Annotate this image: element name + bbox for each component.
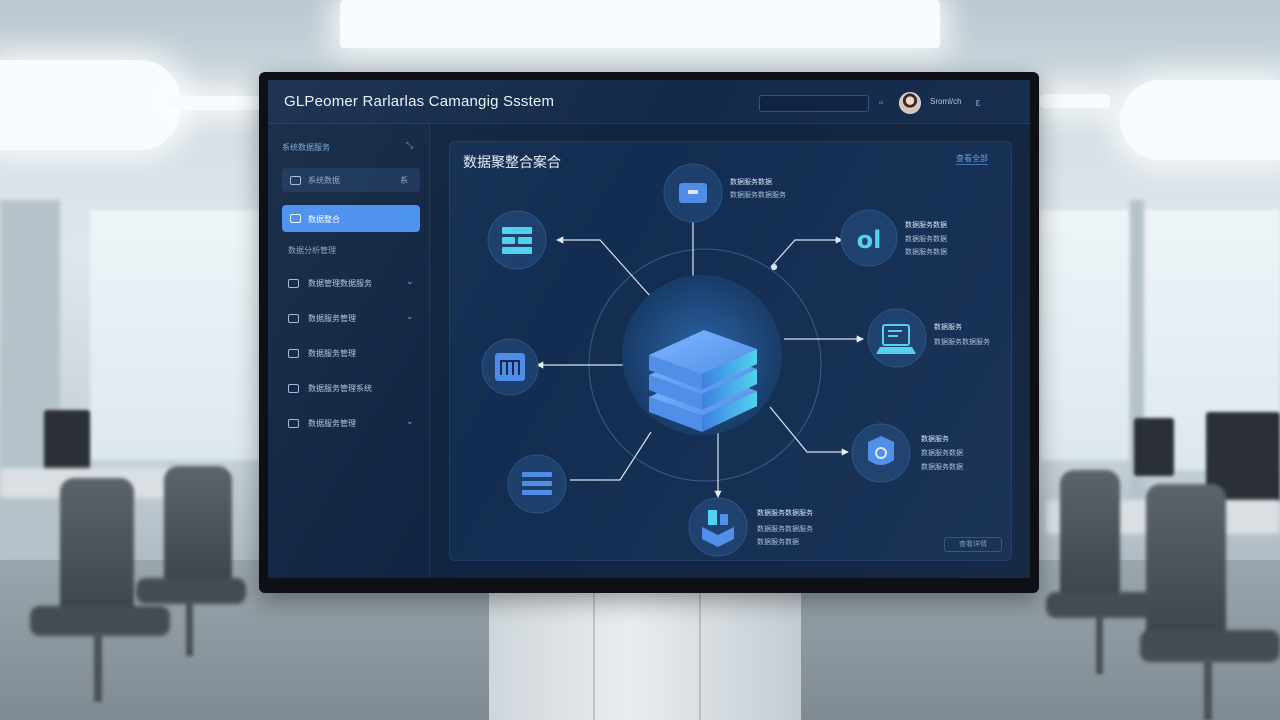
office-window [1040,210,1130,460]
background-monitor [44,410,90,472]
sidebar-item-label: 数据服务管理系统 [308,384,372,393]
ceiling-light [0,60,180,150]
office-chair-seat [1046,592,1156,618]
sidebar-item[interactable]: 数据服务管理 [282,345,420,363]
shield-icon [868,436,894,465]
database-stack-icon [649,330,757,432]
connector-right-top [770,236,843,268]
node-right-bottom [851,423,911,483]
notification-icon[interactable]: ▫ [879,97,883,109]
office-chair [60,478,134,618]
node-top-sub: 数据服务数据服务 [730,192,786,199]
sidebar-item-label: 数据服务管理 [308,419,356,428]
sidebar-filter-label: 系统数据 [308,176,340,185]
sidebar: 系统数据服务 ⤡ 系统数据 系 数据整合 数据分析管理 数据管理数据服务 ⌄ 数… [268,124,430,578]
sidebar-item[interactable]: 数据服务管理 ⌄ [282,310,420,328]
sidebar-item-label: 数据服务管理 [308,314,356,323]
office-column [0,200,60,560]
ceiling-light [168,96,260,110]
app-title: GLPeomer Rarlarlas Camangig Ssstem [284,93,555,110]
node-top-label: 数据服务数据 [730,179,772,186]
node-right-mid-label: 数据服务 [934,324,962,331]
office-window [90,210,260,460]
node-right-top-label: 数据服务数据 [905,222,947,229]
sidebar-item[interactable]: 数据管理数据服务 ⌄ [282,275,420,293]
monitor-icon [876,324,916,354]
grid-icon [495,353,525,381]
ceiling-light [1040,94,1110,108]
sidebar-item[interactable]: 数据服务管理 ⌄ [282,415,420,433]
office-chair-leg [1096,614,1103,674]
node-top-left [487,210,547,270]
integration-diagram: ol [481,163,927,557]
app-header: GLPeomer Rarlarlas Camangig Ssstem ▫ Sro… [268,80,1030,124]
integration-card: 数据聚整合案合 查看全部 [449,141,1012,561]
sidebar-heading: 系统数据服务 [282,143,330,152]
ceiling-light [340,0,940,48]
chevron-down-icon: ⌄ [406,276,414,286]
image-icon [290,214,301,223]
view-all-link[interactable]: 查看全部 [956,154,988,165]
dashboard-screen: GLPeomer Rarlarlas Camangig Ssstem ▫ Sro… [268,80,1030,578]
background-monitor [1134,418,1174,476]
node-right-top: ol [840,209,898,267]
calendar-icon [288,314,299,323]
sidebar-filter-tag: 系 [400,176,408,185]
node-left-mid [481,338,539,396]
chart-icon [288,349,299,358]
node-top [663,163,723,223]
chevron-down-icon: ⌄ [406,416,414,426]
node-bottom-sub2: 数据服务数据 [757,539,799,546]
office-chair-leg [186,600,193,656]
display-stand [489,592,801,720]
node-bottom [688,497,748,557]
node-right-mid [867,308,927,368]
avatar[interactable] [899,92,921,114]
sidebar-item-label: 数据服务管理 [308,349,356,358]
node-bottom-label: 数据服务数据服务 [757,510,813,517]
sidebar-filter[interactable]: 系统数据 系 [282,168,420,192]
office-chair-leg [1204,658,1212,720]
sidebar-item-label: 数据管理数据服务 [308,279,372,288]
collapse-icon[interactable]: ⤡ [406,140,414,150]
connector-top-left [556,236,652,298]
node-right-bottom-sub: 数据服务数据 [921,450,963,457]
layers-icon [522,472,552,495]
office-chair [164,466,232,586]
user-name: Sroml/ch [930,97,962,106]
connector-bottom-left [570,431,652,481]
connector-dot [770,263,778,271]
gear-icon [288,419,299,428]
view-details-button[interactable]: 查看详情 [944,537,1002,552]
table-icon [502,227,532,254]
sidebar-section-label: 数据分析管理 [288,246,336,255]
node-right-bottom-label: 数据服务 [921,436,949,443]
node-right-mid-sub: 数据服务数据服务 [934,339,990,346]
list-icon [288,384,299,393]
office-chair-seat [30,606,170,636]
node-bottom-sub: 数据服务数据服务 [757,526,813,533]
office-chair [1146,484,1226,644]
sidebar-item[interactable]: 数据服务管理系统 [282,380,420,398]
office-chair-leg [94,632,102,702]
node-bottom-left [507,454,567,514]
office-chair-seat [136,578,246,604]
office-chair-seat [1140,630,1280,662]
book-icon [702,510,734,547]
office-chair [1060,470,1120,600]
connector-icon: ol [857,226,882,254]
folder-icon [288,279,299,288]
filter-icon [290,176,301,185]
sidebar-item-active[interactable]: 数据整合 [282,205,420,232]
card-title: 数据聚整合案合 [463,154,561,170]
ceiling-light [1120,80,1280,160]
sidebar-item-label: 数据整合 [308,215,340,224]
node-right-bottom-sub2: 数据服务数据 [921,464,963,471]
settings-icon[interactable]: ε [975,97,981,109]
connector-right-bottom [769,406,849,456]
search-input[interactable] [759,95,869,112]
node-right-top-sub: 数据服务数据 [905,236,947,243]
chevron-down-icon: ⌄ [406,311,414,321]
node-right-top-sub2: 数据服务数据 [905,249,947,256]
